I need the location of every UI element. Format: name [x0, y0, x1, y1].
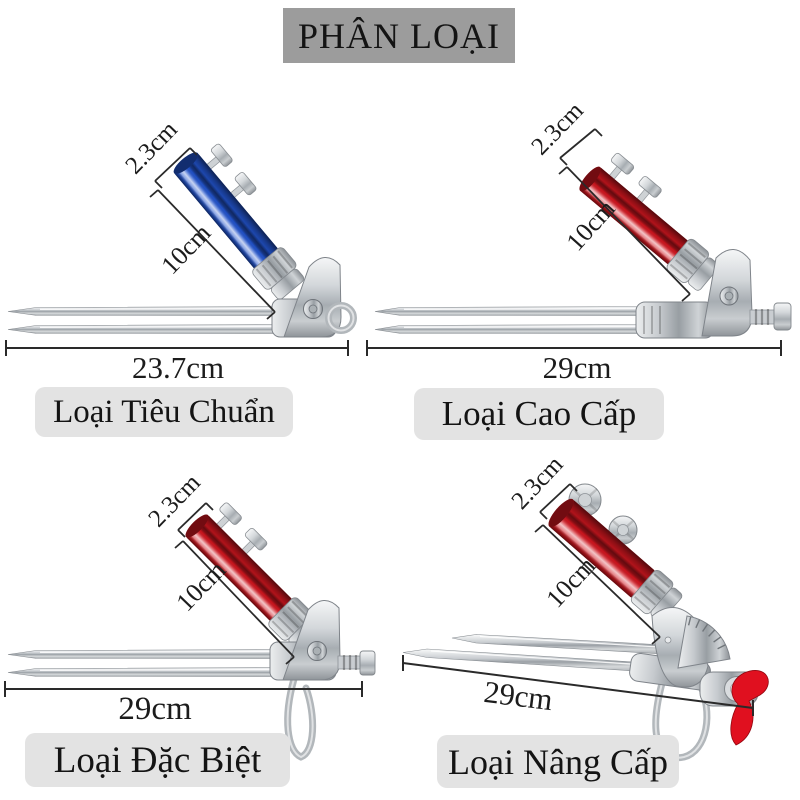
ground-fork: [7, 649, 301, 677]
hinge-bracket: [635, 249, 753, 339]
knurled-collar: [666, 238, 719, 291]
thumb-screw: [608, 152, 635, 181]
knurled-collar: [252, 247, 305, 300]
tube-length-dimension: [174, 540, 295, 665]
product-premium-illustration: 2.3cm 10cm 29cm: [366, 97, 792, 385]
diameter-label: 2.3cm: [120, 116, 183, 180]
tube-length-dimension: [149, 189, 276, 320]
tube-length-dimension: [558, 166, 691, 302]
total-length-label: 29cm: [543, 350, 612, 385]
page-title: PHÂN LOẠI: [283, 8, 515, 63]
variant-label-standard: Loại Tiêu Chuẩn: [35, 387, 293, 437]
hanging-loop: [284, 675, 317, 761]
total-length-label: 29cm: [118, 691, 192, 727]
total-length-dimension: [402, 655, 754, 716]
product-upgraded-illustration: 2.3cm 10cm 29cm: [402, 451, 769, 762]
diameter-dimension: [559, 128, 603, 166]
variant-label-premium: Loại Cao Cấp: [414, 388, 664, 440]
diameter-dimension: [154, 147, 198, 189]
total-length-label: 23.7cm: [132, 350, 224, 385]
ground-fork: [374, 306, 671, 334]
total-length-dimension: [5, 340, 349, 356]
total-length-dimension: [4, 681, 363, 697]
ground-fork: [402, 634, 665, 673]
adjustment-bolt: [337, 650, 376, 676]
hinge-bracket: [269, 600, 341, 681]
product-special-illustration: 2.3cm 10cm 29cm: [4, 469, 376, 761]
diameter-label: 2.3cm: [507, 451, 569, 515]
adjustment-bolt: [749, 302, 792, 331]
variant-label-upgraded: Loại Nâng Cấp: [437, 735, 679, 788]
tube-length-label: 10cm: [155, 218, 216, 280]
hanging-loop: [652, 672, 711, 762]
total-length-label: 29cm: [482, 674, 555, 717]
rod-tube: [548, 498, 683, 622]
total-length-dimension: [366, 340, 782, 356]
rod-tube: [173, 143, 305, 300]
thumb-screw: [215, 502, 242, 530]
product-standard-illustration: 2.3cm 10cm 23.7cm: [5, 116, 357, 385]
diameter-label: 2.3cm: [526, 97, 589, 161]
variant-label-special: Loại Đặc Biệt: [25, 733, 290, 787]
tube-length-dimension: [534, 524, 661, 645]
thumb-screw: [229, 172, 257, 199]
hanging-ring: [325, 302, 357, 334]
diameter-dimension: [539, 483, 578, 520]
ratchet-bracket: [629, 607, 731, 691]
diameter-dimension: [177, 502, 214, 538]
ground-fork: [7, 306, 303, 334]
rod-tube: [579, 152, 719, 291]
